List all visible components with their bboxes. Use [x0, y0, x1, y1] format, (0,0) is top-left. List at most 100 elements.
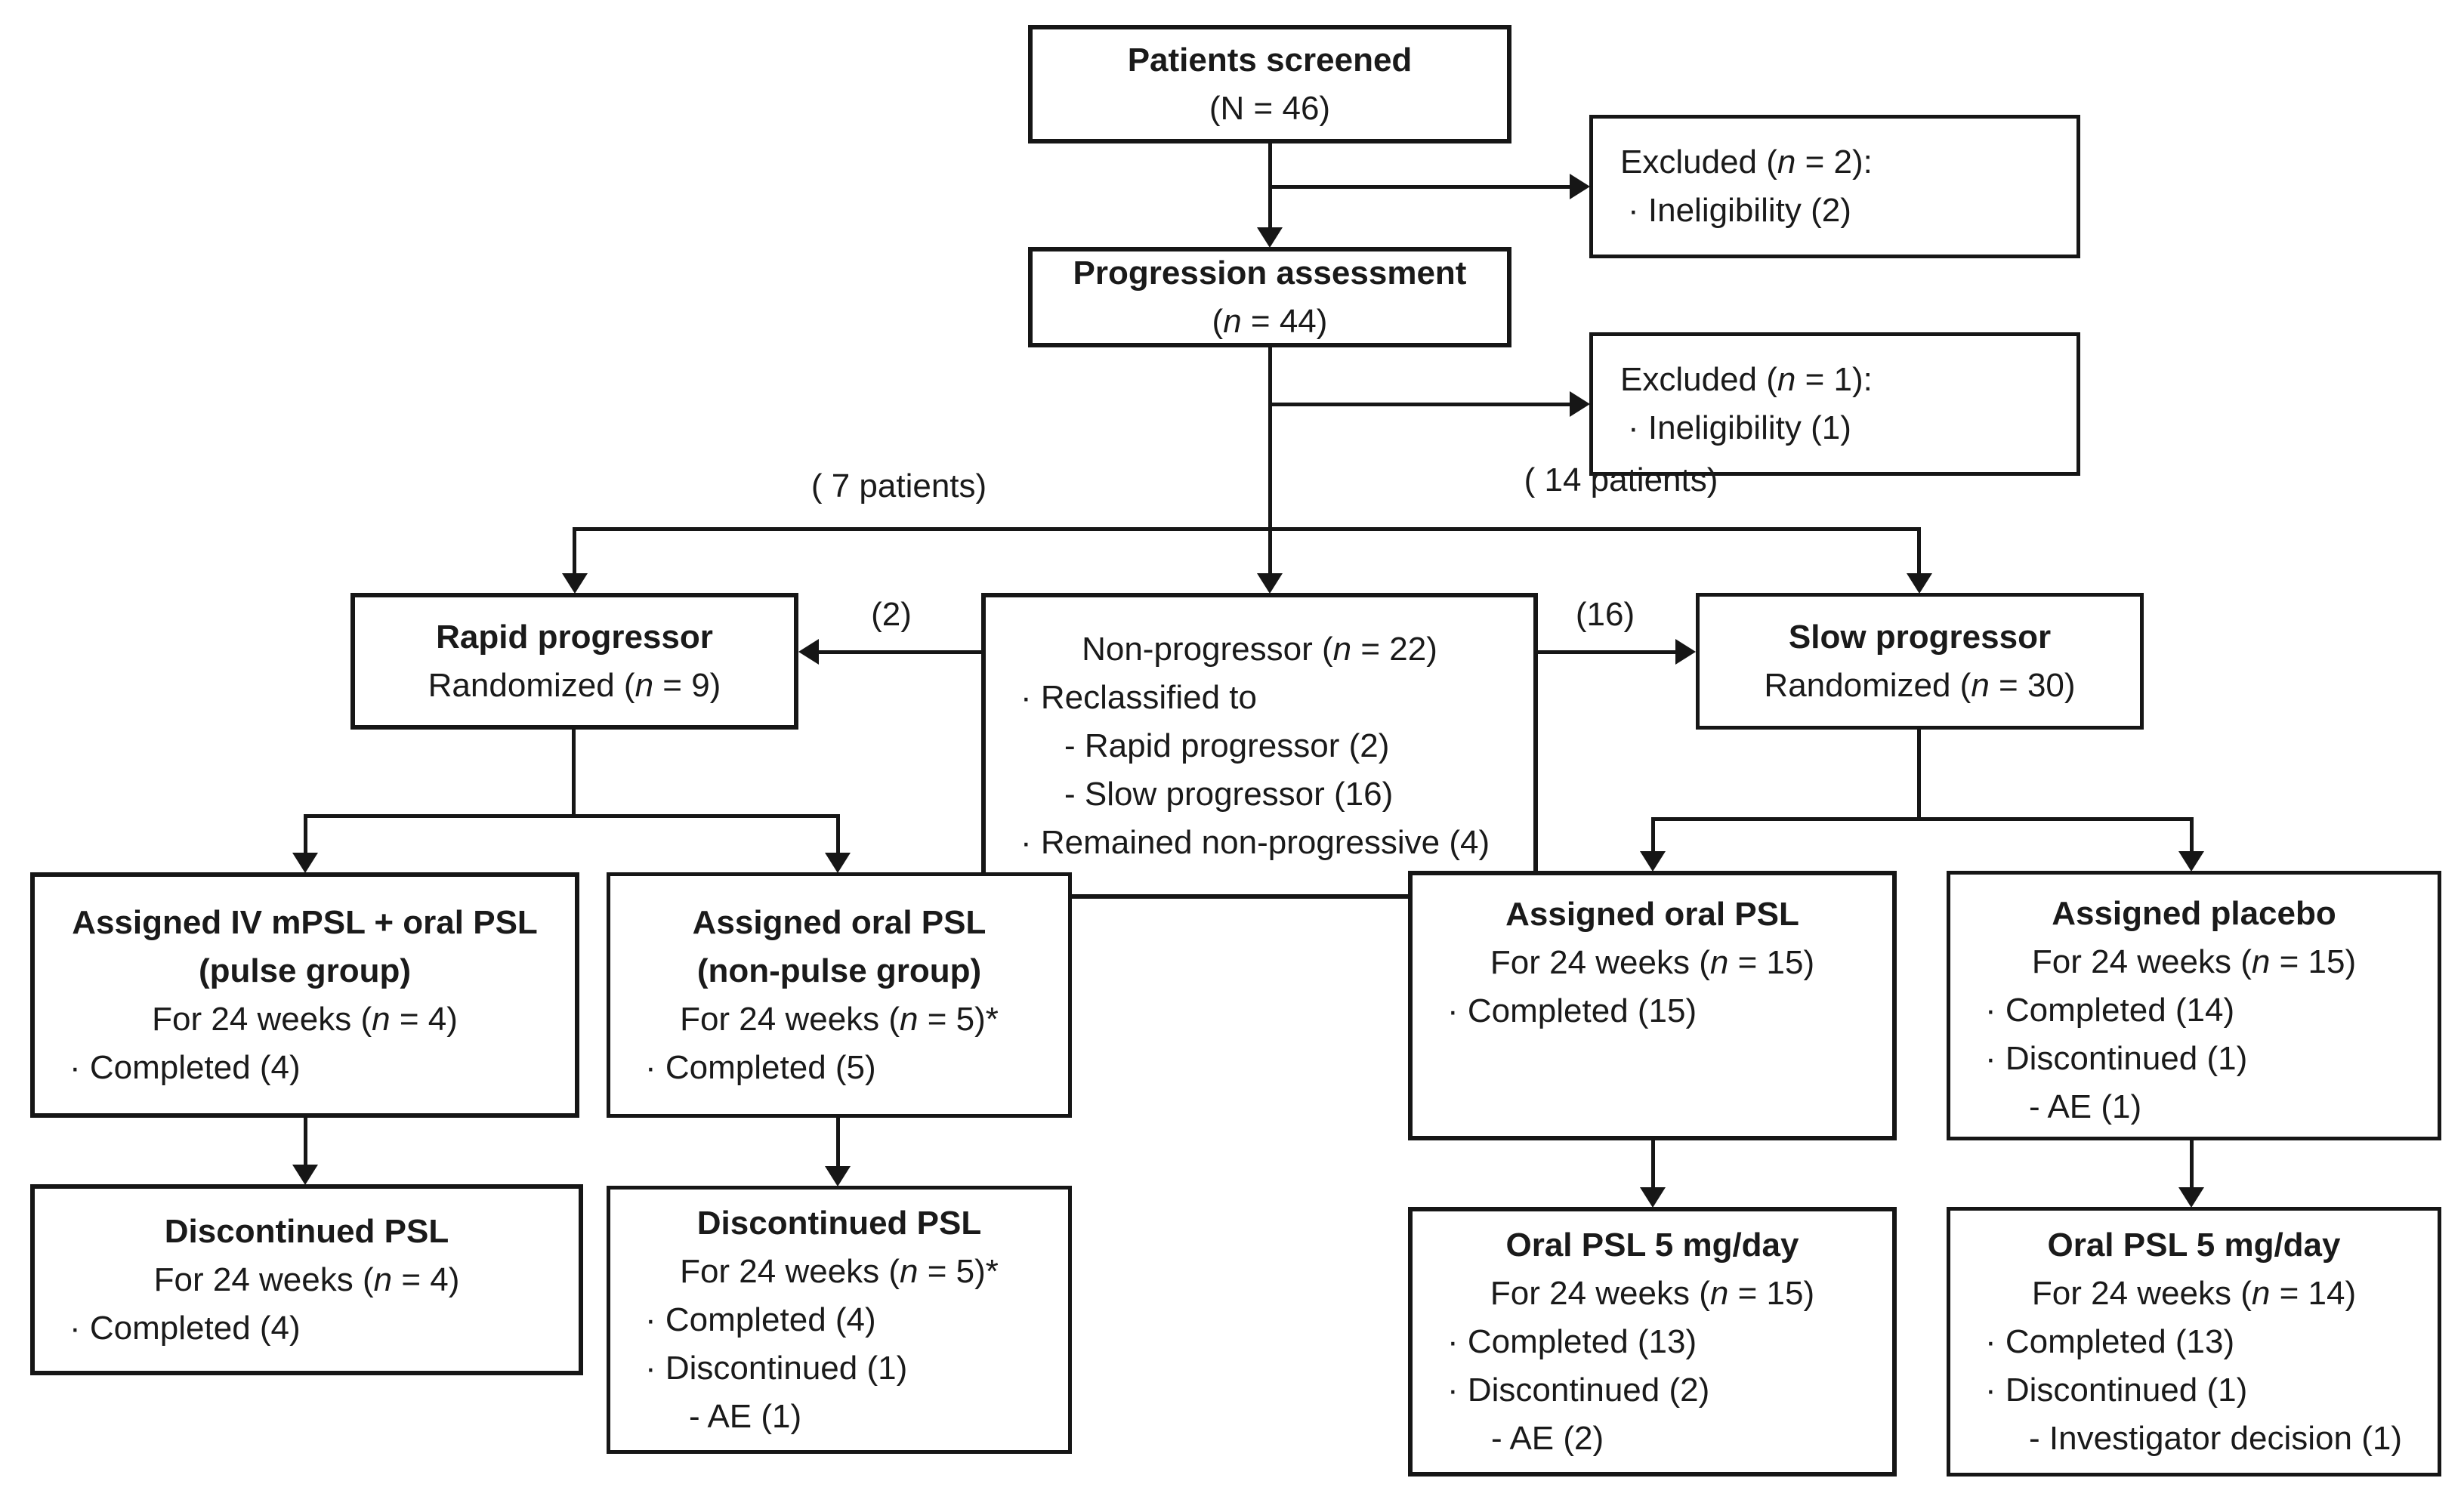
- box-title: Assigned IV mPSL + oral PSL: [72, 903, 538, 941]
- box-line: · Discontinued (1): [1985, 1040, 2248, 1077]
- box-subtitle: For 24 weeks (n = 15): [1490, 944, 1815, 981]
- box-excluded-2: Excluded (n = 1): · Ineligibility (1): [1589, 332, 2080, 476]
- arrowhead-down-icon: [825, 853, 851, 873]
- box-subtitle: Randomized (n = 9): [428, 666, 721, 704]
- box-assigned-oral-slow: Assigned oral PSL For 24 weeks (n = 15) …: [1408, 871, 1897, 1140]
- arrowhead-left-icon: [798, 639, 819, 665]
- box-subtitle: For 24 weeks (n = 15): [2031, 943, 2357, 980]
- box-line: · Completed (4): [645, 1301, 876, 1338]
- arrowhead-down-icon: [292, 1165, 318, 1185]
- flow-line: [836, 814, 840, 854]
- box-line: · Discontinued (1): [1985, 1371, 2248, 1409]
- box-subtitle: For 24 weeks (n = 15): [1490, 1274, 1815, 1312]
- arrowhead-down-icon: [2178, 1187, 2204, 1208]
- flow-line: [1268, 185, 1570, 189]
- box-title: Discontinued PSL: [164, 1212, 449, 1250]
- box-assigned-pulse: Assigned IV mPSL + oral PSL (pulse group…: [30, 872, 579, 1118]
- box-slow-progressor: Slow progressor Randomized (n = 30): [1696, 593, 2144, 730]
- arrowhead-down-icon: [2178, 851, 2204, 872]
- box-assigned-placebo: Assigned placebo For 24 weeks (n = 15) ·…: [1947, 871, 2441, 1140]
- box-title: Assigned oral PSL: [692, 903, 987, 941]
- box-title-2: (non-pulse group): [696, 952, 982, 989]
- flow-line: [817, 650, 981, 654]
- box-title: Non-progressor (n = 22): [995, 625, 1524, 674]
- box-progression-assessment: Progression assessment (n = 44): [1028, 247, 1511, 347]
- box-line: · Completed (13): [1447, 1322, 1697, 1360]
- box-title: Rapid progressor: [436, 618, 713, 656]
- box-title-bold: Non-progressor: [1082, 630, 1313, 668]
- flow-line: [1651, 1140, 1655, 1189]
- box-subtitle: For 24 weeks (n = 5)*: [680, 1000, 999, 1038]
- box-discontinued-pulse: Discontinued PSL For 24 weeks (n = 4) · …: [30, 1184, 583, 1375]
- flow-line: [304, 814, 307, 854]
- box-oral-psl-15: Oral PSL 5 mg/day For 24 weeks (n = 15) …: [1408, 1207, 1897, 1477]
- flow-line: [304, 1118, 307, 1166]
- box-line: - Slow progressor (16): [1064, 775, 1394, 813]
- box-subtitle: For 24 weeks (n = 5)*: [680, 1252, 999, 1290]
- box-title: Excluded (n = 1):: [1620, 361, 1873, 398]
- box-title: Excluded (n = 2):: [1620, 143, 1873, 181]
- box-subtitle: For 24 weeks (n = 14): [2031, 1274, 2357, 1312]
- box-title-rest: (n = 22): [1312, 630, 1437, 668]
- box-line: · Completed (4): [69, 1048, 301, 1086]
- box-patients-screened: Patients screened (N = 46): [1028, 25, 1511, 143]
- arrowhead-down-icon: [1257, 227, 1283, 248]
- flow-line: [1268, 347, 1272, 573]
- box-subtitle: For 24 weeks (n = 4): [153, 1261, 460, 1298]
- arrowhead-down-icon: [825, 1166, 851, 1186]
- box-rapid-progressor: Rapid progressor Randomized (n = 9): [350, 593, 798, 730]
- box-subtitle: (N = 46): [1209, 89, 1331, 127]
- box-subtitle: (n = 44): [1212, 302, 1328, 340]
- label-seven-patients: ( 7 patients): [811, 467, 987, 505]
- box-subtitle: Randomized (n = 30): [1764, 666, 2076, 704]
- flow-line: [2190, 817, 2194, 853]
- box-line: · Completed (15): [1447, 992, 1697, 1029]
- box-line: - AE (2): [1491, 1419, 1604, 1457]
- arrowhead-down-icon: [1907, 573, 1932, 594]
- box-title-2: (pulse group): [198, 952, 412, 989]
- flow-line: [572, 730, 576, 818]
- box-title: Oral PSL 5 mg/day: [2047, 1226, 2341, 1264]
- box-line: - AE (1): [2029, 1088, 2142, 1125]
- flow-line: [1651, 817, 2194, 821]
- box-subtitle: For 24 weeks (n = 4): [152, 1000, 458, 1038]
- arrowhead-right-icon: [1570, 174, 1590, 199]
- box-line: · Completed (4): [69, 1309, 301, 1347]
- flow-line: [573, 527, 1919, 531]
- box-oral-psl-14: Oral PSL 5 mg/day For 24 weeks (n = 14) …: [1947, 1207, 2441, 1477]
- box-line: · Completed (5): [645, 1048, 876, 1086]
- box-non-progressor: Non-progressor (n = 22) · Reclassified t…: [981, 593, 1538, 899]
- flow-line: [2190, 1140, 2194, 1189]
- box-title: Assigned placebo: [2052, 895, 2336, 932]
- flow-line: [836, 1118, 840, 1168]
- box-title: Slow progressor: [1788, 618, 2052, 656]
- box-line: - Rapid progressor (2): [1064, 727, 1390, 764]
- box-title: Discontinued PSL: [696, 1204, 982, 1242]
- box-title: Assigned oral PSL: [1505, 896, 1799, 933]
- flow-line: [1651, 817, 1655, 853]
- box-line: · Remained non-progressive (4): [1020, 823, 1490, 861]
- box-title: Progression assessment: [1073, 254, 1467, 292]
- flow-line: [304, 814, 840, 818]
- arrowhead-right-icon: [1570, 391, 1590, 417]
- flow-line: [1917, 730, 1921, 819]
- box-assigned-nonpulse: Assigned oral PSL (non-pulse group) For …: [607, 872, 1072, 1118]
- box-excluded-1: Excluded (n = 2): · Ineligibility (2): [1589, 115, 2080, 258]
- arrowhead-down-icon: [562, 573, 588, 594]
- arrowhead-down-icon: [292, 853, 318, 873]
- label-reclassified-rapid-count: (2): [871, 596, 912, 633]
- box-line: · Reclassified to: [1020, 678, 1258, 716]
- flow-line: [573, 527, 576, 575]
- flow-line: [1538, 650, 1677, 654]
- arrowhead-down-icon: [1640, 1187, 1666, 1208]
- box-discontinued-nonpulse: Discontinued PSL For 24 weeks (n = 5)* ·…: [607, 1186, 1072, 1454]
- box-line: · Discontinued (1): [645, 1349, 908, 1387]
- arrowhead-right-icon: [1675, 639, 1696, 665]
- flow-line: [1268, 403, 1570, 406]
- box-line: · Ineligibility (2): [1628, 192, 1851, 229]
- box-title: Patients screened: [1127, 41, 1413, 79]
- label-reclassified-slow-count: (16): [1575, 596, 1635, 633]
- box-line: · Discontinued (2): [1447, 1371, 1710, 1409]
- flow-line: [1917, 527, 1921, 575]
